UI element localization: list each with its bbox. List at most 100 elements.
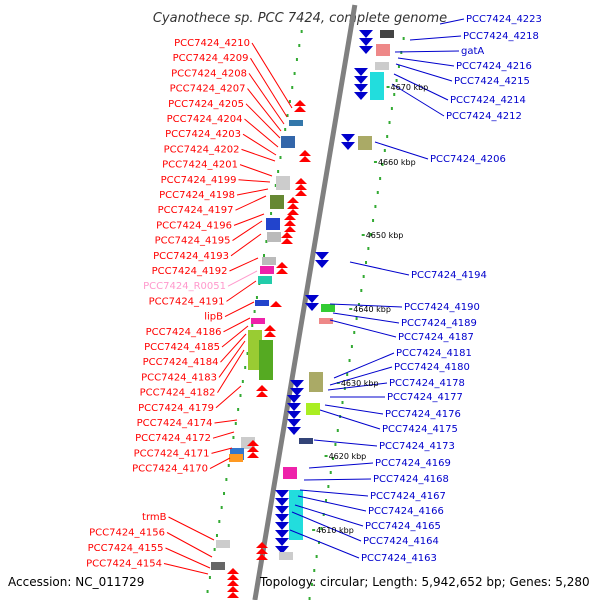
left-gene-label: PCC7424_4183 [141,372,217,383]
outer-tick [239,394,242,397]
label-leader [218,340,246,378]
gene-block [267,232,281,242]
reverse-gene-arrow [315,252,329,260]
forward-gene-arrow [281,232,293,238]
gene-block [248,330,262,370]
forward-gene-arrow [256,385,268,391]
outer-tick [263,254,266,257]
gene-block [370,72,384,100]
reverse-gene-arrow [287,419,301,427]
reverse-gene-arrow [275,506,289,514]
label-leader [250,57,288,118]
left-gene-label: PCC7424_4155 [88,543,164,554]
label-leader [229,257,259,272]
left-gene-label: PCC7424_4203 [165,129,241,140]
inner-tick [402,37,405,40]
right-gene-label: PCC7424_4215 [454,76,530,87]
right-gene-label: PCC7424_4181 [396,348,472,359]
kbp-tick [324,455,328,457]
inner-tick [336,429,339,432]
label-leader [349,261,410,276]
reverse-gene-arrow [275,514,289,522]
forward-gene-arrow [287,197,299,203]
outer-tick [234,422,237,425]
forward-gene-arrow [276,262,288,268]
kbp-label: 4620 kbp [329,452,367,461]
left-gene-label: PCC7424_4198 [159,190,235,201]
reverse-gene-arrow [305,295,319,303]
inner-tick [357,303,360,306]
kbp-tick [349,308,353,310]
gene-block [289,490,303,540]
right-gene-label: PCC7424_4223 [466,14,542,25]
gene-block [259,340,273,380]
forward-gene-arrow [295,190,307,196]
forward-gene-arrow [284,214,296,220]
reverse-gene-arrow [341,134,355,142]
gene-block [299,438,313,444]
forward-gene-arrow [256,554,268,560]
label-leader [289,529,360,559]
gene-block [211,562,225,570]
right-gene-label: PCC7424_4168 [373,474,449,485]
label-leader [212,431,235,439]
left-gene-label: PCC7424_4207 [170,84,246,95]
inner-tick [313,569,316,572]
label-leader [303,478,372,481]
gene-block [255,300,269,306]
label-leader [238,179,271,183]
label-leader [211,447,233,454]
inner-tick [317,541,320,544]
forward-gene-arrow [299,156,311,162]
inner-tick [353,331,356,334]
inner-tick [395,79,398,82]
inner-tick [393,93,396,96]
inner-tick [341,401,344,404]
inner-tick [350,345,353,348]
right-gene-label: PCC7424_4218 [463,31,539,42]
forward-gene-arrow [227,592,239,598]
forward-gene-arrow [287,203,299,209]
right-gene-label: PCC7424_4214 [450,95,526,106]
label-leader [168,516,215,541]
inner-tick [376,191,379,194]
forward-gene-arrow [227,568,239,574]
left-gene-label: PCC7424_4174 [137,418,213,429]
forward-gene-arrow [247,446,259,452]
reverse-gene-arrow [287,403,301,411]
label-leader [221,325,249,348]
label-leader [319,409,381,430]
label-leader [248,73,285,125]
reverse-gene-arrow [275,530,289,538]
label-leader [299,489,369,497]
outer-tick [208,576,211,579]
label-leader [241,148,276,162]
forward-gene-arrow [256,548,268,554]
inner-tick [332,457,335,460]
left-gene-label: lipB [204,312,223,323]
forward-gene-arrow [284,226,296,232]
outer-tick [241,380,244,383]
label-leader [308,462,374,469]
accession-text: Accession: NC_011729 [8,575,144,589]
left-gene-label: PCC7424_4191 [149,296,225,307]
gene-block [375,62,389,70]
kbp-tick [386,86,390,88]
label-leader [215,385,242,409]
label-leader [239,164,273,177]
left-gene-label: PCC7424_4186 [146,327,222,338]
gene-block [251,318,265,324]
label-leader [230,233,262,257]
topology-text: Topology: circular; Length: 5,942,652 bp… [259,575,590,589]
label-leader [333,352,395,379]
reverse-gene-arrow [287,395,301,403]
reverse-gene-arrow [275,538,289,546]
left-gene-label: PCC7424_4195 [155,236,231,247]
outer-tick [284,128,287,131]
kbp-tick [373,161,377,163]
label-leader [251,42,293,109]
kbp-label: 4610 kbp [316,526,354,535]
label-leader [163,563,209,575]
gene-block [258,276,272,284]
